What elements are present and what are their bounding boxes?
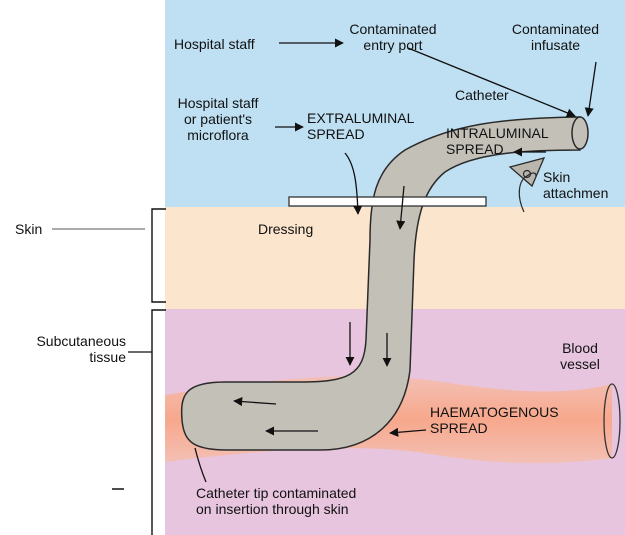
skin-bracket bbox=[152, 209, 166, 302]
dressing-pad bbox=[289, 197, 486, 206]
label-staff-microflora: Hospital staff or patient's microflora bbox=[163, 95, 273, 143]
subcutaneous-bracket bbox=[152, 310, 166, 535]
label-contaminated-entry-port: Contaminated entry port bbox=[343, 21, 443, 53]
label-hospital-staff: Hospital staff bbox=[174, 36, 255, 52]
label-dressing: Dressing bbox=[258, 221, 313, 237]
label-contaminated-infusate: Contaminated infusate bbox=[498, 21, 613, 53]
label-subcutaneous-tissue: Subcutaneous tissue bbox=[5, 333, 126, 365]
label-skin-attachment: Skin attachmen bbox=[543, 169, 608, 201]
label-intraluminal-spread: INTRALUMINAL SPREAD bbox=[446, 125, 549, 157]
label-catheter: Catheter bbox=[455, 87, 509, 103]
label-skin: Skin bbox=[15, 221, 42, 237]
label-haematogenous-spread: HAEMATOGENOUS SPREAD bbox=[430, 404, 559, 436]
catheter-hub bbox=[572, 117, 588, 149]
label-catheter-tip: Catheter tip contaminated on insertion t… bbox=[196, 485, 356, 517]
label-blood-vessel: Blood vessel bbox=[550, 340, 610, 372]
label-extraluminal-spread: EXTRALUMINAL SPREAD bbox=[307, 110, 414, 142]
